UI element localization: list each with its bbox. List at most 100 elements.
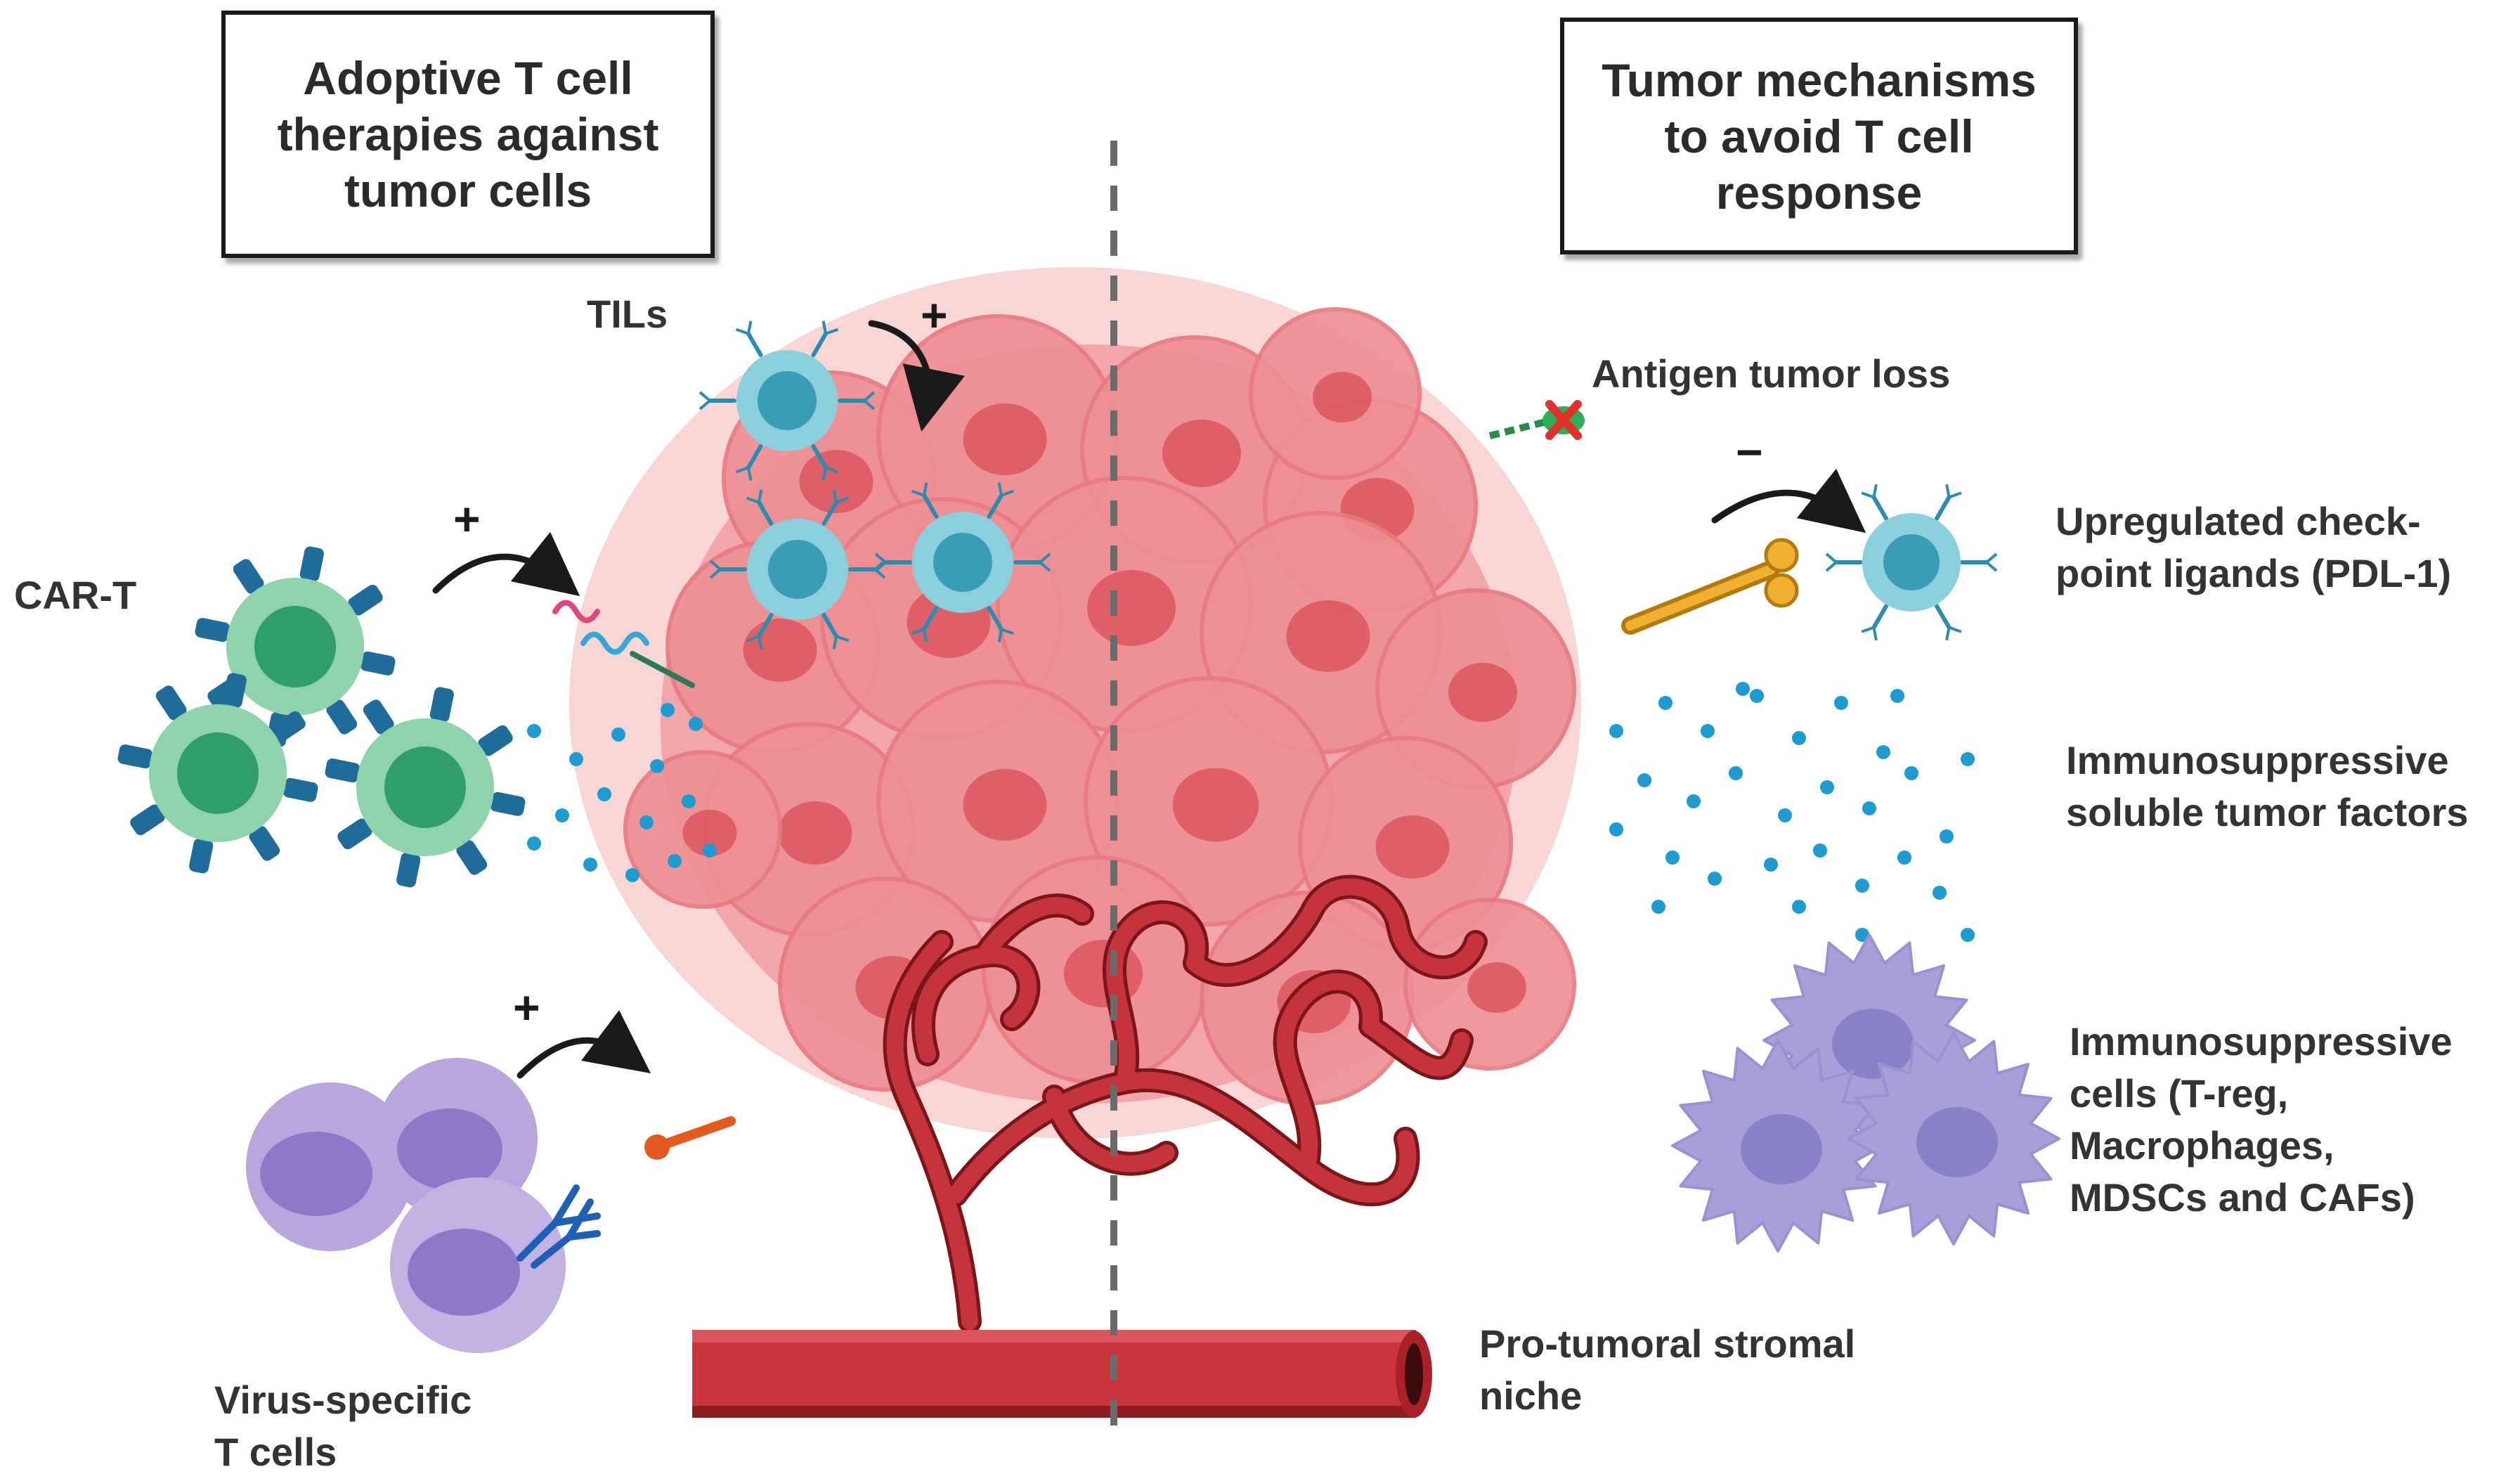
dot <box>1792 900 1806 914</box>
dot <box>1933 886 1947 900</box>
label-checkpoint-line-1: Upregulated check- <box>2055 499 2421 543</box>
antigen-loss-icon <box>1488 400 1585 440</box>
tumor-cell <box>623 750 782 909</box>
dot <box>611 727 625 742</box>
right-title-line-3: response <box>1715 166 1923 219</box>
dot <box>668 854 682 868</box>
car-t-cell <box>117 673 318 874</box>
dot <box>625 868 639 882</box>
dot <box>583 858 597 872</box>
dot <box>555 808 569 822</box>
dot <box>1897 851 1911 865</box>
label-checkpoint-line-2: point ligands (PDL-1) <box>2055 551 2452 595</box>
label-supp-line-4: MDSCs and CAFs) <box>2070 1175 2415 1220</box>
dot <box>1813 843 1827 858</box>
label-stromal-niche: Pro-tumoral stromal niche <box>1479 1318 1855 1422</box>
til-cell <box>874 482 1051 642</box>
arrows <box>432 320 1866 1079</box>
dot <box>1876 745 1890 759</box>
pdl1-ligand-icon <box>1621 538 1799 635</box>
left-title-line-3: tumor cells <box>344 164 592 216</box>
suppressive-cell <box>1847 1032 2060 1246</box>
car-t-cell <box>325 687 526 888</box>
dot <box>1750 689 1764 703</box>
label-virus-specific: Virus-specific T cells <box>214 1374 472 1478</box>
car-construct-icon <box>552 600 695 688</box>
label-supp-line-1: Immunosuppressive <box>2070 1019 2453 1063</box>
label-car-t: CAR-T <box>14 573 137 617</box>
dot <box>1904 766 1918 780</box>
dot <box>1792 731 1806 745</box>
tumor-cell <box>1249 307 1422 480</box>
dot <box>661 703 675 717</box>
dot <box>1961 928 1975 942</box>
dot <box>527 724 541 738</box>
label-stromal-line-1: Pro-tumoral stromal <box>1479 1321 1856 1366</box>
dot <box>1651 900 1665 914</box>
tumor-vasculature <box>883 874 1488 1333</box>
label-tils: TILs <box>587 292 668 336</box>
til-arrow-icon <box>868 320 965 432</box>
left-title-line-2: therapies against <box>277 108 659 160</box>
dot <box>527 836 541 851</box>
dot <box>569 752 583 766</box>
dot <box>639 815 654 829</box>
suppressive-cell <box>1671 1039 1885 1253</box>
label-checkpoint: Upregulated check- point ligands (PDL-1) <box>2055 496 2451 600</box>
right-title-box: Tumor mechanisms to avoid T cell respons… <box>1560 18 2078 254</box>
left-title-line-1: Adoptive T cell <box>303 52 633 104</box>
dot <box>1862 801 1876 815</box>
dot <box>1637 773 1651 787</box>
car-t-cells <box>117 546 526 888</box>
dot <box>1665 851 1680 865</box>
main-blood-vessel <box>692 1330 1432 1418</box>
dot <box>689 717 703 731</box>
dot <box>650 759 664 773</box>
dot <box>1961 752 1975 766</box>
car-arrow-icon <box>432 531 580 597</box>
label-antigen-loss: Antigen tumor loss <box>1592 351 1951 396</box>
dot <box>1940 829 1954 843</box>
dot <box>1736 682 1750 696</box>
plus-sign-virus: + <box>513 981 540 1033</box>
dot <box>1729 766 1743 780</box>
dot <box>1609 724 1623 738</box>
tumor-cell <box>1084 676 1334 926</box>
plus-sign-til: + <box>921 289 948 341</box>
label-suppressive-cells: Immunosuppressive cells (T-reg, Macropha… <box>2070 1016 2453 1224</box>
soluble-factor-dots <box>1609 682 1975 942</box>
dot <box>1820 780 1834 794</box>
checkpoint-arrow-icon <box>1711 468 1866 533</box>
virus-arrow-icon <box>517 1010 651 1079</box>
immunosuppressive-cells <box>1671 933 2060 1253</box>
dot <box>1764 858 1778 872</box>
virus-specific-t-cells <box>246 1058 566 1353</box>
tumor-mass <box>569 267 1581 1139</box>
label-soluble-line-2: soluble tumor factors <box>2066 790 2469 834</box>
label-stromal-line-2: niche <box>1479 1373 1583 1418</box>
dot <box>1701 724 1715 738</box>
dot <box>1687 794 1701 808</box>
dot <box>682 794 696 808</box>
label-supp-line-2: cells (T-reg, <box>2070 1071 2289 1115</box>
minus-sign-checkpoint: − <box>1736 426 1763 478</box>
dot <box>1609 822 1623 836</box>
virus-tcr-receptor-icon <box>517 1184 601 1269</box>
dot <box>1834 696 1848 710</box>
label-soluble-factors: Immunosuppressive soluble tumor factors <box>2066 735 2469 839</box>
left-title-box: Adoptive T cell therapies against tumor … <box>221 11 715 258</box>
label-virus-line-1: Virus-specific <box>214 1378 472 1422</box>
antibody-ligand-icon <box>644 1116 736 1160</box>
til-cell <box>699 321 876 481</box>
label-soluble-line-1: Immunosuppressive <box>2066 738 2449 782</box>
right-title-line-2: to avoid T cell <box>1664 110 1974 162</box>
til-cells <box>699 321 1051 649</box>
tumor-cell <box>1403 898 1576 1071</box>
dot <box>1658 696 1673 710</box>
dot <box>1890 689 1904 703</box>
label-supp-line-3: Macrophages, <box>2070 1123 2334 1168</box>
label-virus-line-2: T cells <box>214 1430 337 1474</box>
checkpoint-t-cell <box>1825 484 1998 641</box>
plus-sign-car: + <box>453 493 481 545</box>
